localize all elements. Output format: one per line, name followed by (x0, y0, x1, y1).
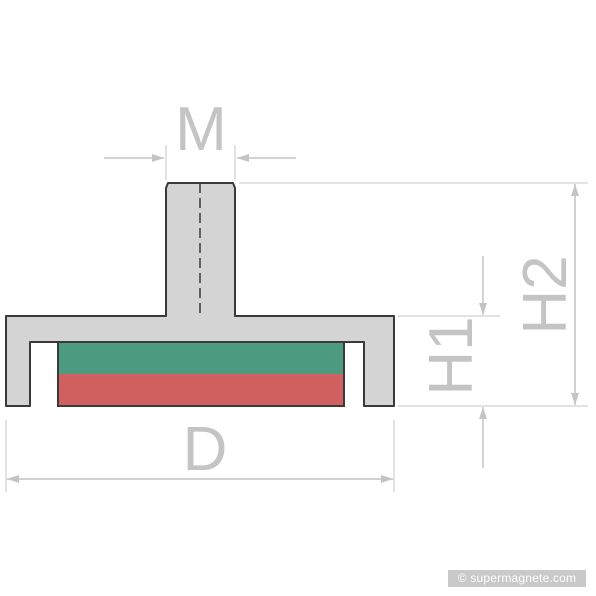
magnet-outline (57, 341, 345, 407)
watermark: © supermagnete.com (448, 570, 586, 587)
magnet-north-layer (58, 342, 344, 374)
label-d: D (183, 415, 228, 484)
label-h1: H1 (417, 316, 486, 395)
label-m: M (175, 95, 227, 164)
label-h2: H2 (511, 255, 580, 334)
magnet-south-layer (58, 374, 344, 406)
